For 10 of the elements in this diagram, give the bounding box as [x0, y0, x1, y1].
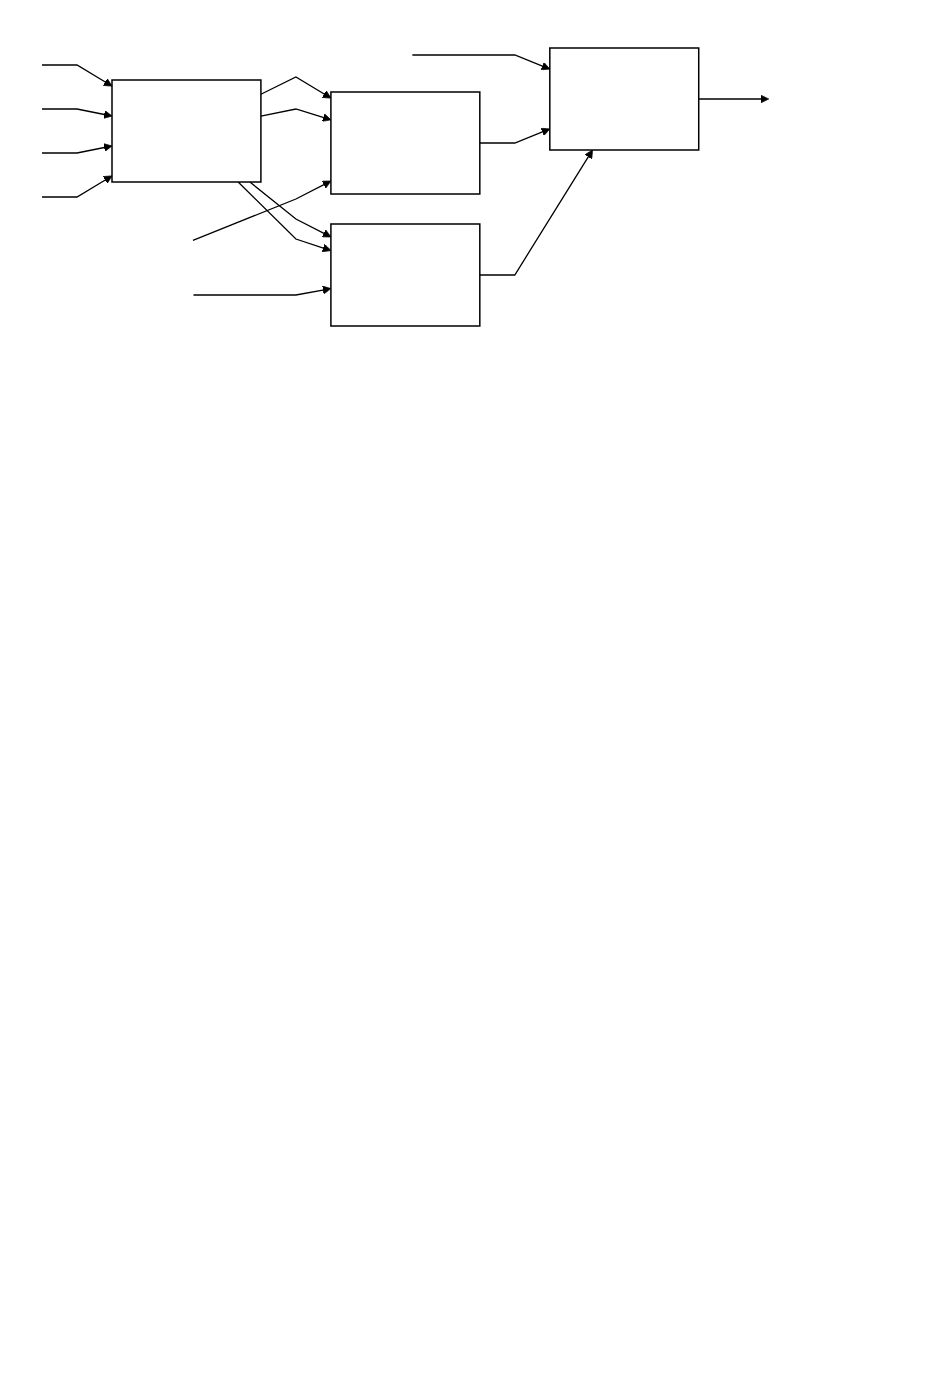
arrow — [698, 94, 770, 104]
arrow — [41, 175, 113, 198]
arrow — [479, 149, 593, 276]
node-box — [549, 47, 700, 151]
arrow — [41, 108, 113, 119]
node-box — [330, 223, 481, 327]
node-box — [330, 91, 481, 195]
node-box — [111, 79, 262, 183]
arrow — [41, 64, 113, 87]
arrow — [41, 143, 113, 154]
